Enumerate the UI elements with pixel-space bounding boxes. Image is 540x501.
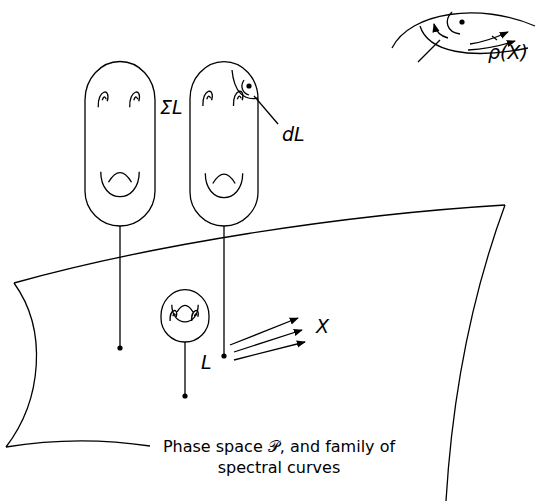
region-point [459,19,464,24]
handle [213,174,235,183]
region-point [246,83,251,88]
handle [172,305,198,322]
math-label: X [316,316,329,337]
leader-line [254,96,278,124]
spectral-curve [85,62,155,226]
region-boundary [232,70,258,99]
handle [207,96,211,99]
handle [101,172,140,197]
base-point [221,353,226,358]
handle [237,96,241,99]
surface-edge [14,205,505,283]
math-label: L [201,352,212,373]
math-label: dL [282,124,305,145]
handle [98,92,108,107]
handle [134,97,138,100]
surface-edge [446,205,505,501]
vector [230,318,298,345]
leader-line [492,36,497,40]
spectral-curve [161,290,209,342]
leader-line [418,40,440,62]
vector [234,342,305,360]
surface-edge [6,441,150,447]
handle [108,173,131,183]
region-boundary [447,12,460,34]
handle [102,97,106,100]
handle [203,91,212,106]
fibre-stick [184,342,185,396]
handle [130,92,140,107]
base-point [117,345,122,350]
flow-arrow [434,24,448,38]
surface-edge [6,283,37,447]
handle [177,305,193,312]
fibre-stick [223,226,224,356]
base-point [182,393,187,398]
handle [205,173,242,197]
vector [234,330,302,352]
math-label: ΣL [160,97,183,118]
caption: Phase space 𝒫, and family of spectral cu… [150,436,408,480]
math-label: ρ(X) [488,42,528,63]
spectral-curve [190,62,258,226]
fibre-stick [119,226,120,348]
